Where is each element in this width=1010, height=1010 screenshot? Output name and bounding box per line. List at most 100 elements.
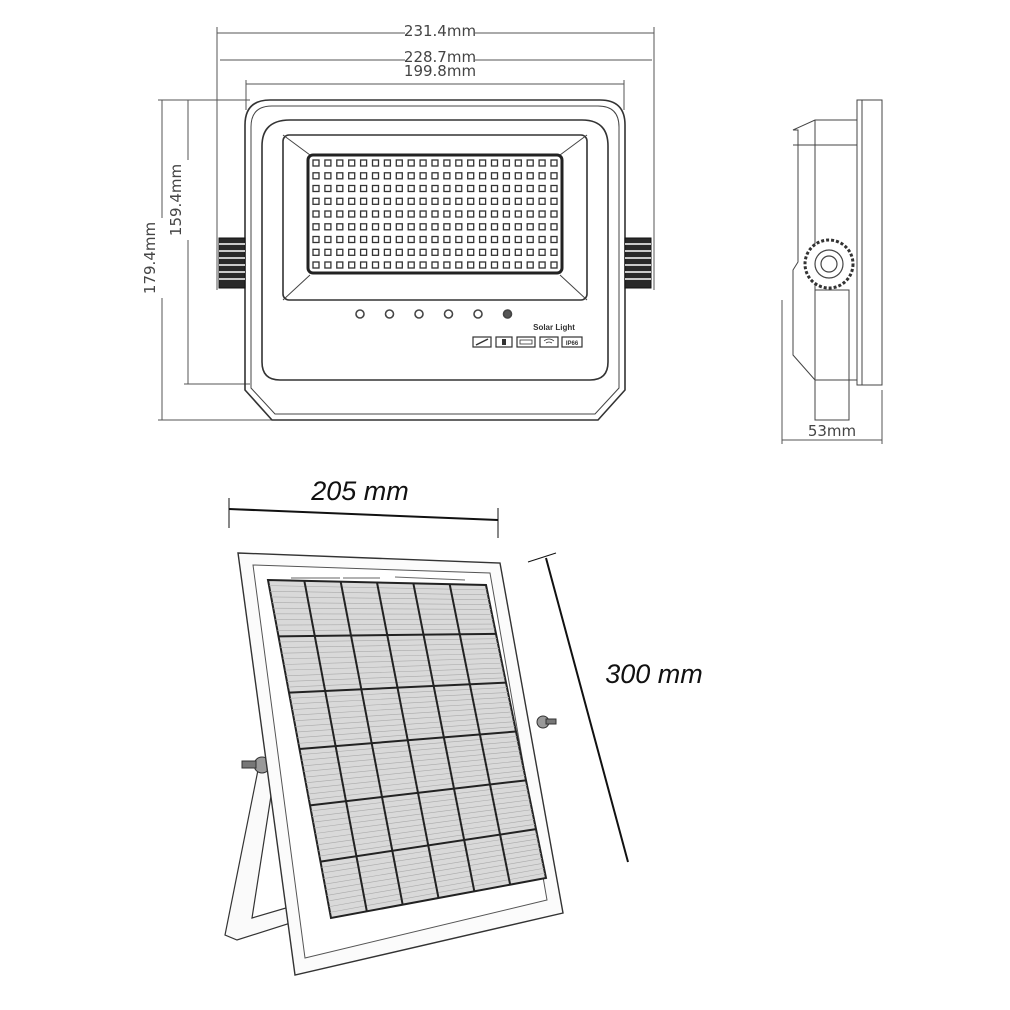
led-chip (478, 210, 487, 218)
led-chip (455, 172, 463, 180)
indicator-dot (502, 309, 513, 319)
led-chip (312, 248, 320, 256)
indicator-dot (473, 309, 483, 319)
led-chip (359, 197, 368, 205)
led-chip (395, 159, 403, 167)
led-chip (526, 210, 534, 218)
label-overall-height: 179.4mm (141, 222, 159, 294)
led-chip (514, 223, 522, 231)
led-chip (407, 184, 415, 193)
led-chip (431, 210, 439, 218)
led-chip (324, 197, 332, 205)
indicator-dot (443, 309, 454, 319)
led-chip (395, 223, 403, 231)
led-chip (526, 159, 534, 167)
led-chip (467, 261, 475, 269)
led-chip (538, 197, 546, 205)
led-chip (443, 223, 451, 231)
led-chip (550, 184, 558, 193)
led-chip (490, 248, 499, 256)
led-chip (383, 261, 392, 269)
led-chip (407, 172, 415, 180)
led-chip (455, 184, 463, 193)
led-chip (359, 184, 368, 193)
led-chip (359, 210, 368, 218)
led-chip (478, 159, 487, 167)
led-chip (395, 248, 403, 256)
led-chip (359, 261, 368, 269)
led-chip (502, 210, 511, 218)
led-chip (538, 223, 546, 231)
led-chip (502, 235, 511, 244)
led-chip (550, 261, 558, 269)
led-chip (538, 248, 546, 256)
led-chip (550, 235, 558, 244)
led-chip (348, 235, 356, 244)
led-chip (443, 184, 451, 193)
led-chip (336, 223, 344, 231)
led-chip (324, 159, 332, 167)
led-chip (490, 197, 499, 205)
led-chip (348, 223, 356, 231)
led-chip (443, 210, 451, 218)
led-chip (502, 248, 511, 256)
floodlight-bezel (261, 119, 609, 381)
solar-panel-view: 205 mm 300 mm (224, 476, 703, 976)
led-chip (371, 210, 380, 218)
led-chip (312, 172, 320, 180)
led-chip (431, 159, 439, 167)
led-chip (455, 248, 463, 256)
led-chip (455, 159, 463, 167)
led-chip (538, 210, 546, 218)
led-chip (502, 223, 511, 231)
led-chip (348, 159, 356, 167)
led-chip (490, 261, 499, 269)
led-chip (490, 210, 499, 218)
led-chip (514, 261, 522, 269)
led-chip (443, 235, 451, 244)
led-chip (395, 210, 403, 218)
led-chip (407, 235, 415, 244)
led-chip (514, 235, 522, 244)
led-chip (443, 248, 451, 256)
led-chip (359, 172, 368, 180)
label-overall-width: 231.4mm (404, 22, 476, 40)
feature-badges: IP66 (472, 336, 583, 348)
right-hinge-knob (624, 237, 652, 289)
led-chip (455, 197, 463, 205)
led-chip (395, 235, 403, 244)
led-chip (550, 248, 558, 256)
led-chip (348, 197, 356, 205)
led-chip (455, 223, 463, 231)
led-chip (336, 235, 344, 244)
led-chip (443, 197, 451, 205)
led-chip (443, 159, 451, 167)
led-chip (324, 248, 332, 256)
led-chip (431, 184, 439, 193)
led-chip (371, 159, 380, 167)
led-chip (407, 223, 415, 231)
led-chip (478, 172, 487, 180)
led-chip (526, 184, 534, 193)
led-chip (336, 159, 344, 167)
led-chip (419, 159, 427, 167)
led-chip (336, 172, 344, 180)
led-chip (443, 172, 451, 180)
label-body-width: 228.7mm (404, 48, 476, 66)
led-chip (383, 223, 392, 231)
led-chip (526, 235, 534, 244)
led-chip (407, 197, 415, 205)
led-chip (478, 248, 487, 256)
led-chip (478, 261, 487, 269)
dimension-overall-width: 231.4mm (216, 22, 655, 290)
led-chip (395, 197, 403, 205)
led-chip (455, 210, 463, 218)
led-chip (336, 197, 344, 205)
led-chip (490, 159, 499, 167)
dimension-depth: 53mm (781, 300, 883, 444)
led-chip (443, 261, 451, 269)
led-chip (467, 172, 475, 180)
led-chip (502, 184, 511, 193)
led-grid (312, 159, 558, 269)
floodlight-housing (244, 99, 626, 421)
